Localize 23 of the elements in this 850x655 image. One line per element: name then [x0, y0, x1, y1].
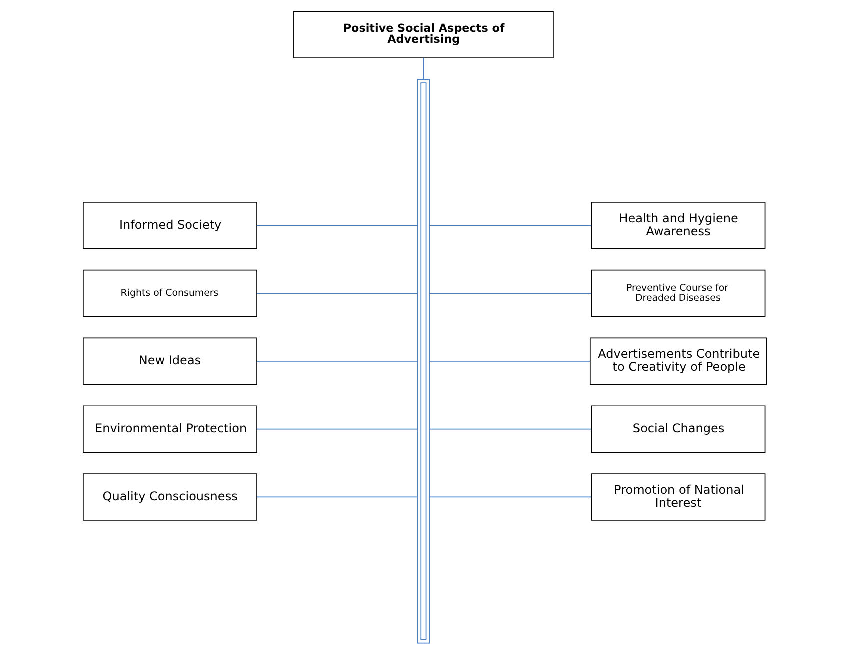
- node-box: Quality Consciousness: [83, 474, 258, 521]
- node-box: Informed Society: [83, 202, 258, 250]
- node-box: New Ideas: [83, 338, 258, 386]
- node-box: Health and Hygiene Awareness: [591, 202, 766, 250]
- connector: [423, 58, 424, 80]
- connector: [429, 225, 592, 226]
- node-box: Social Changes: [591, 406, 766, 453]
- connector: [429, 293, 592, 294]
- connector: [256, 428, 418, 430]
- connector: [256, 225, 418, 226]
- connector: [256, 361, 418, 362]
- node-box: Promotion of National Interest: [591, 474, 766, 521]
- node-box: Preventive Course for Dreaded Diseases: [591, 270, 766, 318]
- connector: [256, 496, 418, 498]
- node-box: Rights of Consumers: [83, 270, 258, 318]
- node-box: Environmental Protection: [83, 406, 258, 453]
- node-bar: [417, 79, 430, 644]
- node-box: Advertisements Contribute to Creativity of People: [590, 338, 767, 386]
- connector: [429, 496, 592, 498]
- node-box: Positive Social Aspects of Advertising: [294, 11, 554, 59]
- connector: [429, 361, 591, 362]
- connector: [256, 293, 418, 294]
- connector: [429, 428, 592, 430]
